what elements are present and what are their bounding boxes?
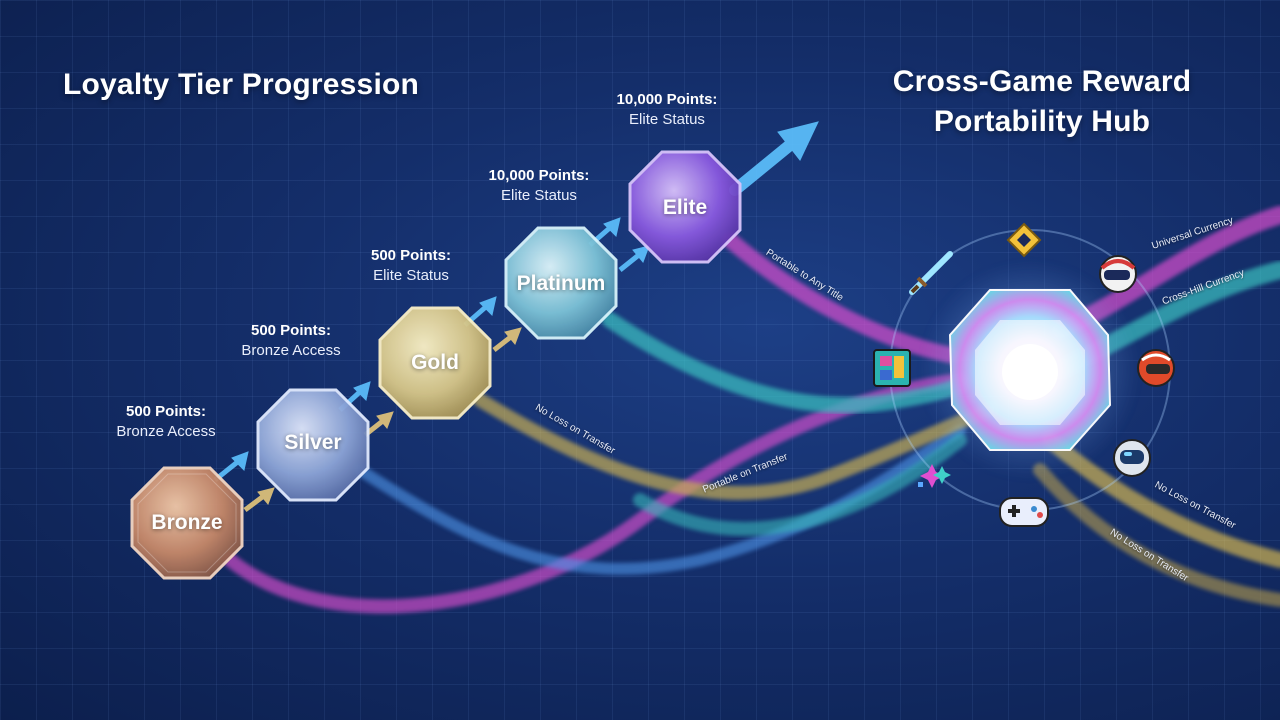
gamepad-icon	[999, 497, 1049, 527]
hub-title-line2: Portability Hub	[933, 105, 1151, 138]
arrow-bronze-silver-1	[213, 451, 249, 482]
astronaut-helmet-icon	[1113, 439, 1151, 477]
hub-title: Cross-Game Reward Portability Hub	[862, 62, 1222, 142]
tier-name-gold: Gold	[411, 351, 459, 374]
tier-status: Elite Status	[373, 267, 449, 284]
sword-icon	[909, 251, 953, 295]
tier-points: 500 Points:	[125, 403, 207, 420]
arrow-plat-elite-2	[618, 245, 650, 272]
arrow-elite-up	[729, 121, 819, 196]
stream-blue-silver	[354, 424, 966, 575]
racing-helmet-icon	[1099, 255, 1137, 293]
tier-name-elite: Elite	[662, 196, 708, 219]
tier-octagons	[130, 150, 742, 580]
diamond-emblem-icon	[1006, 222, 1042, 258]
tier-name-platinum: Platinum	[516, 272, 606, 295]
tier-label-platinum: 10,000 Points: Elite Status	[489, 166, 590, 206]
tier-points: 10,000 Points:	[616, 91, 718, 108]
tier-name-silver: Silver	[284, 431, 342, 454]
racing-helmet-icon-2	[1137, 349, 1175, 387]
tier-elite-shape	[628, 150, 742, 264]
tier-label-elite: 10,000 Points: Elite Status	[617, 90, 718, 130]
tier-platinum-shape	[504, 226, 618, 340]
tier-points: 10,000 Points:	[488, 167, 590, 184]
progression-title: Loyalty Tier Progression	[63, 68, 420, 101]
tier-status: Bronze Access	[116, 423, 216, 440]
tier-bronze-shape	[130, 466, 244, 580]
tier-status: Bronze Access	[241, 342, 341, 359]
puzzle-block-icon	[873, 349, 911, 387]
tier-gold-shape	[378, 306, 492, 420]
tier-points: 500 Points:	[370, 247, 452, 264]
tier-silver-shape	[256, 388, 370, 502]
tier-name-bronze: Bronze	[151, 511, 223, 534]
tier-label-bronze: 500 Points: Bronze Access	[116, 402, 215, 442]
stream-out-gold-2	[1033, 463, 1280, 607]
hub-title-line1: Cross-Game Reward	[892, 65, 1192, 98]
stream-teal-low	[633, 433, 967, 536]
tier-label-silver: 500 Points: Bronze Access	[241, 321, 340, 361]
hub	[889, 229, 1171, 511]
arrow-bronze-silver-2	[243, 487, 275, 512]
tier-status: Elite Status	[501, 187, 577, 204]
tier-label-gold: 500 Points: Elite Status	[371, 246, 451, 286]
tier-points: 500 Points:	[250, 322, 332, 339]
pixel-sparkles-icon	[918, 464, 951, 488]
arrow-gold-plat-2	[492, 327, 522, 352]
tier-status: Elite Status	[629, 111, 705, 128]
